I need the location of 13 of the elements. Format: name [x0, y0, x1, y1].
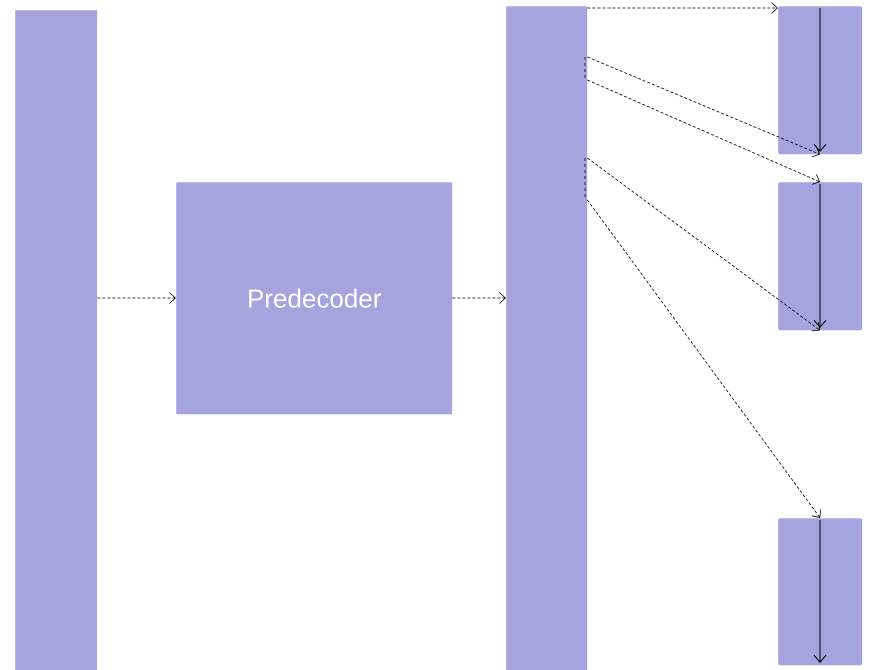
- box: [778, 6, 862, 154]
- arrow: [587, 200, 822, 518]
- arrow: [587, 158, 820, 332]
- arrow: [587, 80, 820, 185]
- arrow: [587, 56, 820, 158]
- arrow: [452, 292, 506, 304]
- arrow: [587, 2, 778, 14]
- arrow: [97, 292, 176, 304]
- box: [778, 182, 862, 330]
- process-box: Predecoder: [176, 182, 452, 414]
- bar: [506, 6, 588, 670]
- bar: [15, 10, 98, 670]
- box: [778, 518, 862, 666]
